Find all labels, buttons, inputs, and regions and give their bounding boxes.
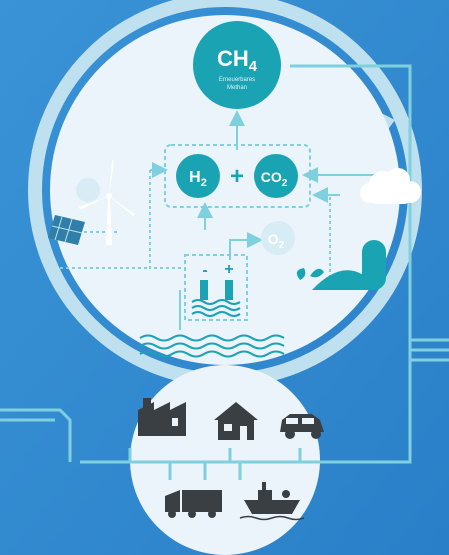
ch4-circle: [193, 21, 281, 109]
factory-icon: [138, 398, 186, 436]
house-icon: [214, 402, 258, 440]
ch4-node: CH4 Erneuerbares Methan: [193, 21, 281, 109]
electrolyser-icon: - +: [191, 261, 241, 317]
electrolyser-plus: +: [224, 261, 233, 278]
solar-panel-icon: [48, 215, 85, 245]
h2-label: H2: [189, 169, 207, 189]
synthesis-box: [164, 144, 311, 208]
car-icon: [280, 414, 324, 439]
electrolyser-minus: -: [202, 262, 207, 279]
cloud-icon: [360, 168, 421, 204]
sun-icon: [76, 178, 100, 202]
ch4-label: CH4: [217, 46, 258, 75]
truck-icon: [165, 490, 222, 518]
h2-node: H2: [176, 154, 220, 198]
o2-label: O2: [268, 231, 285, 251]
electrolyser-box: [184, 254, 248, 321]
plus-sign: +: [230, 163, 244, 190]
o2-node: O2: [261, 221, 295, 255]
co2-circle: [254, 154, 298, 198]
ship-icon: [239, 482, 305, 521]
ch4-caption-line1: Erneuerbares: [219, 77, 255, 83]
ch4-caption-line2: Methan: [227, 85, 247, 91]
water-icon: [139, 334, 285, 358]
co2-label: CO2: [261, 169, 288, 189]
consumer-circle: [130, 365, 320, 555]
gas-grid-lines: [0, 64, 449, 480]
co2-node: CO2: [254, 154, 298, 198]
process-circle: [50, 15, 400, 365]
o2-circle: [261, 221, 295, 255]
biogas-plant-icon: [296, 240, 386, 290]
wind-turbine-icon: [79, 160, 135, 245]
leaf-icon: [296, 268, 306, 280]
h2-circle: [176, 154, 220, 198]
